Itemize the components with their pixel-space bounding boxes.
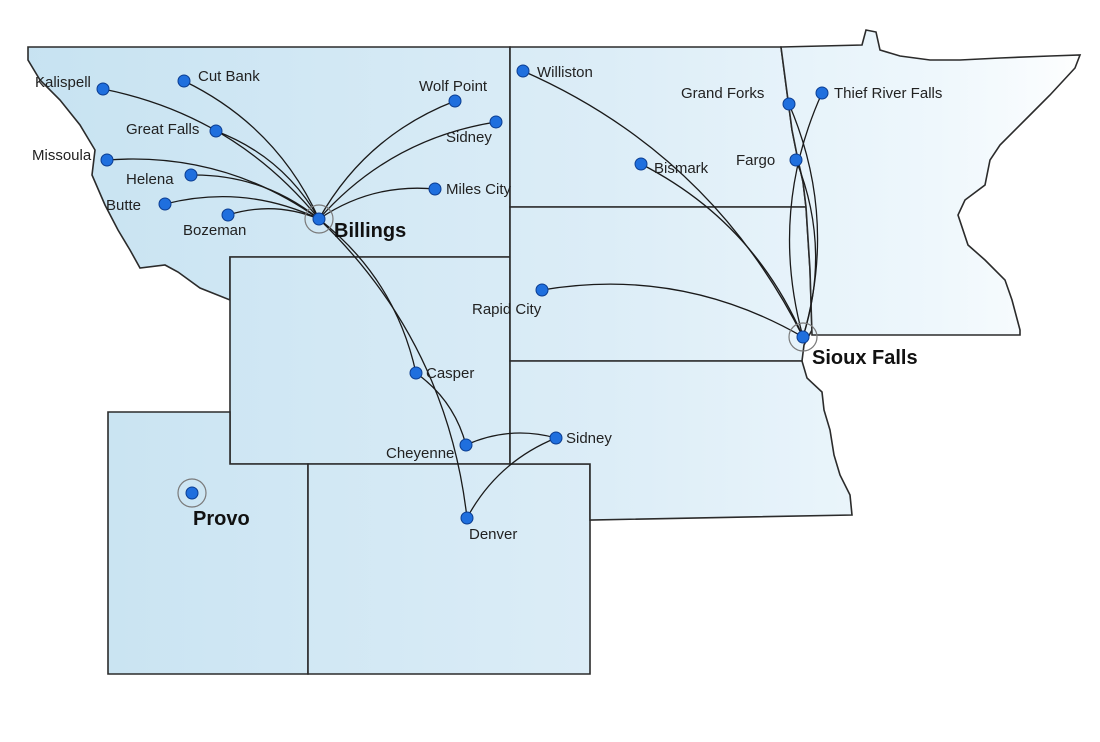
bismark-marker[interactable]: [634, 157, 648, 171]
route-cheyenne-to-sidney-ne: [465, 432, 557, 446]
state-nebraska: [509, 360, 853, 521]
provo-label: Provo: [193, 508, 250, 530]
route-billings-to-kalispell: [102, 88, 320, 220]
thief-river-falls-marker[interactable]: [815, 86, 829, 100]
sidney-ne-label: Sidney: [566, 430, 612, 447]
route-casper-to-cheyenne: [415, 372, 467, 446]
butte-marker[interactable]: [158, 197, 172, 211]
fargo-label: Fargo: [736, 152, 775, 169]
denver-label: Denver: [469, 526, 517, 543]
state-colorado: [307, 463, 591, 675]
missoula-label: Missoula: [32, 147, 92, 164]
sioux-falls-hub-ring: [788, 322, 818, 352]
kalispell-marker[interactable]: [96, 82, 110, 96]
great-falls-marker[interactable]: [209, 124, 223, 138]
miles-city-label: Miles City: [446, 181, 512, 198]
state-minnesota: [780, 29, 1082, 336]
route-sioux-falls-to-williston: [522, 70, 804, 338]
cheyenne-label: Cheyenne: [386, 445, 454, 462]
bismark-label: Bismark: [654, 160, 709, 177]
sioux-falls-marker[interactable]: [796, 330, 810, 344]
route-billings-to-casper: [318, 218, 417, 374]
route-sioux-falls-to-bismark: [640, 163, 804, 338]
butte-label: Butte: [106, 197, 141, 214]
billings-marker[interactable]: [312, 212, 326, 226]
blank-area: [610, 540, 1100, 742]
route-billings-to-sidney-mt: [318, 121, 497, 220]
route-billings-to-helena: [190, 174, 320, 220]
wolf-point-marker[interactable]: [448, 94, 462, 108]
city-markers: [96, 64, 829, 525]
helena-marker[interactable]: [184, 168, 198, 182]
route-billings-to-wolf-point: [318, 100, 456, 220]
miles-city-marker[interactable]: [428, 182, 442, 196]
billings-hub-ring: [304, 204, 334, 234]
grand-forks-marker[interactable]: [782, 97, 796, 111]
routes-layer: [102, 70, 823, 519]
rapid-city-label: Rapid City: [472, 301, 542, 318]
sidney-mt-marker[interactable]: [489, 115, 503, 129]
route-billings-to-cut-bank: [183, 80, 320, 220]
denver-marker[interactable]: [460, 511, 474, 525]
hub-rings: [177, 204, 818, 508]
route-billings-to-denver: [318, 218, 468, 519]
bozeman-label: Bozeman: [183, 222, 246, 239]
sidney-ne-marker[interactable]: [549, 431, 563, 445]
cheyenne-marker[interactable]: [459, 438, 473, 452]
provo-marker[interactable]: [185, 486, 199, 500]
states-layer: [27, 29, 1082, 675]
rapid-city-marker[interactable]: [535, 283, 549, 297]
city-labels: Billings Sioux Falls Provo Kalispell Cut…: [32, 64, 942, 543]
state-south-dakota: [509, 206, 813, 362]
route-billings-to-missoula: [106, 158, 320, 220]
route-sioux-falls-to-rapid-city: [541, 283, 804, 338]
sioux-falls-label: Sioux Falls: [812, 347, 918, 369]
great-falls-label: Great Falls: [126, 121, 199, 138]
provo-hub-ring: [177, 478, 207, 508]
billings-label: Billings: [334, 220, 406, 242]
cut-bank-marker[interactable]: [177, 74, 191, 88]
thief-river-falls-label: Thief River Falls: [834, 85, 942, 102]
williston-label: Williston: [537, 64, 593, 81]
williston-marker[interactable]: [516, 64, 530, 78]
fargo-marker[interactable]: [789, 153, 803, 167]
casper-marker[interactable]: [409, 366, 423, 380]
route-sioux-falls-to-thief-river-falls: [788, 92, 823, 338]
helena-label: Helena: [126, 171, 174, 188]
route-billings-to-bozeman: [227, 208, 320, 220]
kalispell-label: Kalispell: [35, 74, 91, 91]
sidney-mt-label: Sidney: [446, 129, 492, 146]
grand-forks-label: Grand Forks: [681, 85, 764, 102]
bozeman-marker[interactable]: [221, 208, 235, 222]
cut-bank-label: Cut Bank: [198, 68, 260, 85]
route-billings-to-great-falls: [215, 130, 320, 220]
missoula-marker[interactable]: [100, 153, 114, 167]
wolf-point-label: Wolf Point: [419, 78, 488, 95]
route-denver-to-sidney-ne: [466, 437, 557, 519]
route-billings-to-butte: [164, 195, 320, 220]
casper-label: Casper: [426, 365, 474, 382]
route-sioux-falls-to-fargo: [795, 159, 817, 338]
state-wyoming: [229, 256, 511, 465]
